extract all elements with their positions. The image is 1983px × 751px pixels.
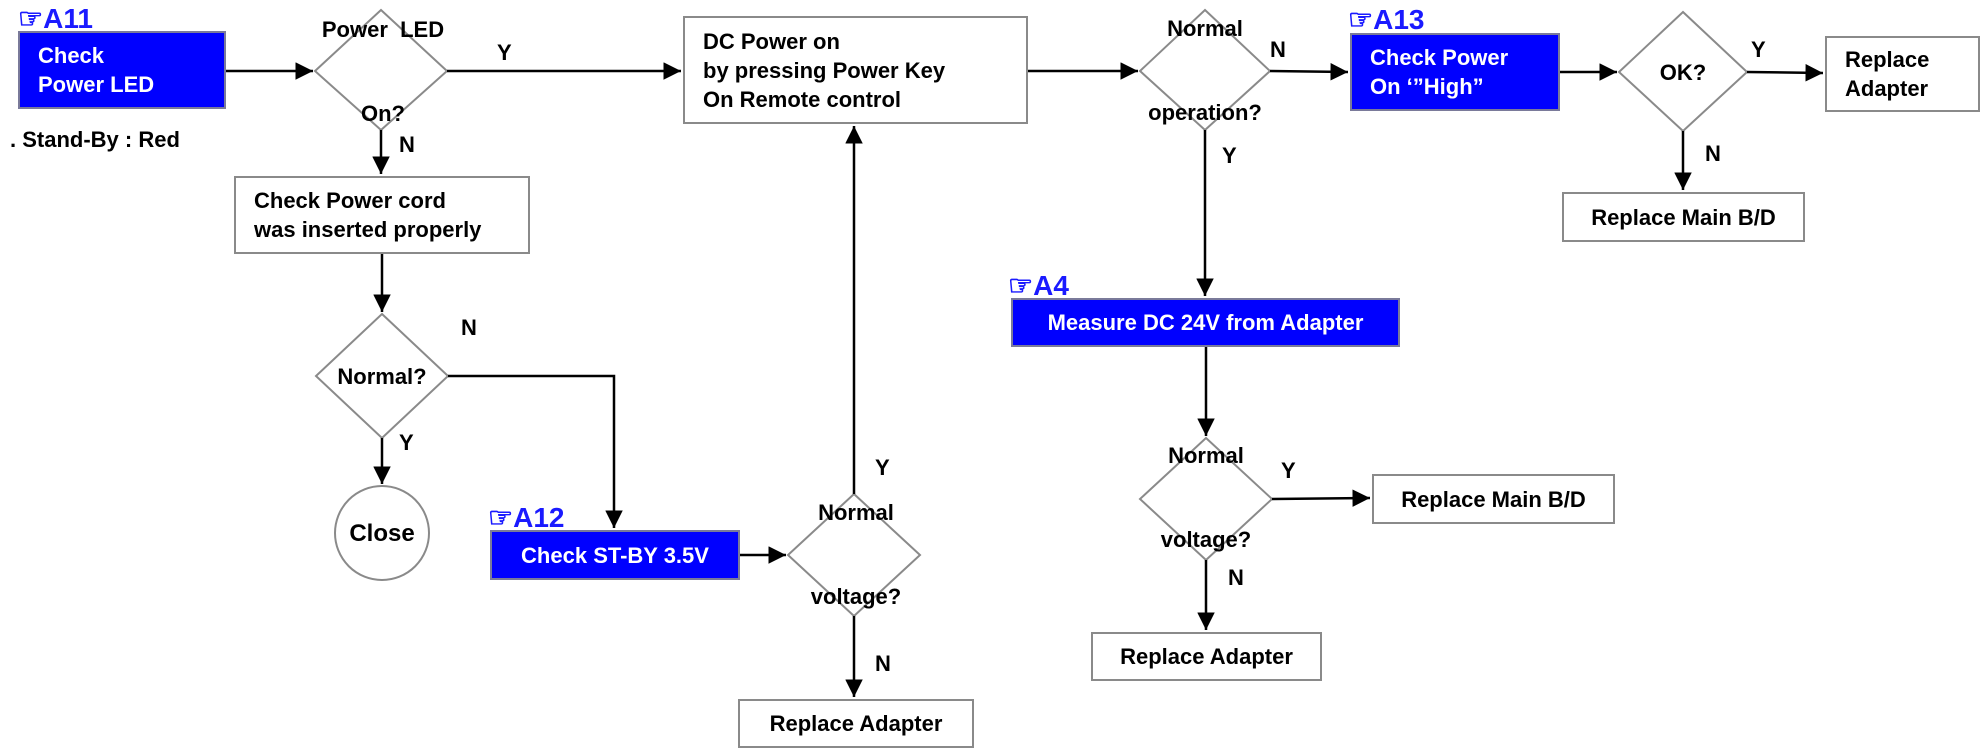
check-power-on-high-box: Check Power On ‘”High” [1350,33,1560,111]
check-stby-box: Check ST-BY 3.5V [490,530,740,580]
label-voltage-right-no: N [1228,565,1244,590]
label-operation-yes: Y [1222,143,1237,168]
ref-a12: ☞A12 [488,502,565,533]
replace-adapter-bottom-label: Replace Adapter [769,711,943,736]
ref-a11: ☞A11 [18,3,93,34]
replace-main-top-label: Replace Main B/D [1591,204,1776,230]
dc-power-on-line-3: On Remote control [703,86,902,112]
label-ok-yes: Y [1751,37,1766,62]
decision-normal-voltage-mid-line-1: Normal [818,500,894,525]
edge-voltage-right-yes-to-replace-main [1271,489,1371,507]
measure-dc24v-label: Measure DC 24V from Adapter [1047,310,1364,335]
decision-normal-operation-line-1: Normal [1167,16,1243,41]
ref-a4: ☞A4 [1008,270,1069,301]
decision-normal-voltage-right-line-1: Normal [1168,443,1244,468]
replace-adapter-bottom-box: Replace Adapter [738,699,974,748]
label-voltage-mid-no: N [875,651,891,676]
label-voltage-right-yes: Y [1281,458,1296,483]
label-operation-no: N [1270,37,1286,62]
label-led-yes: Y [497,40,512,65]
replace-adapter-top-line-1: Replace [1845,47,1930,72]
decision-normal-operation-line-2: operation? [1148,100,1262,125]
label-normal-yes: Y [399,430,414,455]
dc-power-on-line-1: DC Power on [703,28,840,54]
dc-power-on-box: DC Power on by pressing Power Key On Rem… [683,16,1028,124]
close-terminal: Close [349,520,415,547]
check-power-cord-box: Check Power cord was inserted properly [234,176,530,254]
label-led-no: N [399,132,415,157]
replace-adapter-mid-box: Replace Adapter [1091,632,1322,681]
decision-normal-voltage-right-line-2: voltage? [1160,527,1252,552]
close-terminal-shape [334,485,430,581]
decision-normal-operation: Normal operation? [1148,0,1262,183]
replace-adapter-top-box: Replace Adapter [1825,36,1980,112]
replace-main-mid-box: Replace Main B/D [1372,474,1615,524]
check-power-led-line-2: Power LED [38,72,155,97]
check-power-on-high-line-2: On ‘”High” [1370,74,1484,99]
decision-normal-voltage-right: Normal voltage? [1161,386,1251,610]
replace-main-top-box: Replace Main B/D [1562,192,1805,242]
check-power-cord-line-1: Check Power cord [254,188,446,213]
replace-adapter-mid-label: Replace Adapter [1120,644,1293,669]
decision-normal: Normal? [337,364,427,389]
check-power-on-high-line-1: Check Power [1370,45,1509,70]
label-voltage-mid-yes: Y [875,455,890,480]
edge-normal-no-to-check-stby [448,374,623,528]
replace-adapter-top-line-2: Adapter [1845,76,1929,101]
check-power-cord-line-2: was inserted properly [254,217,482,242]
decision-power-led-on-line-1: Power LED [321,17,445,42]
check-power-led-line-1: Check [38,43,105,68]
edge-ok-yes-to-replace-adapter [1746,64,1824,82]
check-stby-label: Check ST-BY 3.5V [521,542,709,568]
ref-a13: ☞A13 [1348,4,1425,35]
standby-note: . Stand-By : Red [10,127,180,152]
label-normal-no: N [461,315,477,340]
dc-power-on-line-2: by pressing Power Key [703,57,946,83]
decision-normal-voltage-mid: Normal voltage? [811,443,901,667]
edge-operation-no-to-check-high [1269,63,1349,81]
replace-main-mid-label: Replace Main B/D [1401,486,1586,512]
decision-power-led-on: Power LED On? [322,0,444,184]
check-power-led-box: Check Power LED [18,31,226,109]
label-ok-no: N [1705,141,1721,166]
decision-normal-voltage-mid-line-2: voltage? [810,584,902,609]
measure-dc24v-box: Measure DC 24V from Adapter [1011,298,1400,347]
decision-power-led-on-line-2: On? [361,101,405,126]
decision-ok: OK? [1659,60,1707,85]
